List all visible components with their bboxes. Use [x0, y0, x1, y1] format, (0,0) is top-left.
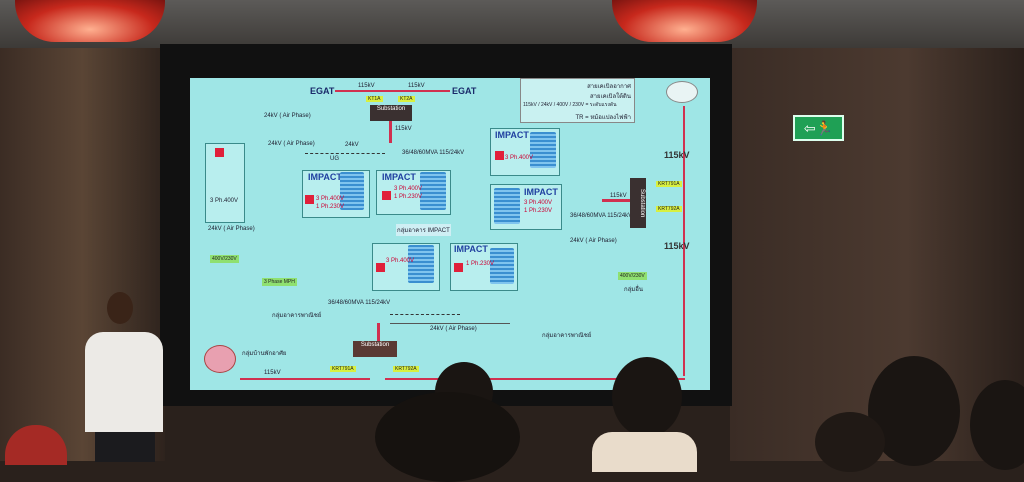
pendant-lamp: [612, 0, 757, 42]
phase-label: 1 Ph.230V: [316, 204, 345, 210]
label-115kv: 115kV: [358, 83, 375, 89]
chair: [5, 425, 67, 465]
label-air-phase: 24kV ( Air Phase): [430, 326, 477, 332]
pea-logo: [204, 345, 236, 373]
phase-label: 3 Ph.400V: [394, 186, 423, 192]
group-impact-label: กลุ่มอาคาร IMPACT: [396, 224, 451, 236]
audience-head: [375, 392, 520, 482]
legend: สายเคเบิลอากาศ สายเคเบิลใต้ดิน 115kV / 2…: [520, 78, 635, 123]
pendant-lamp: [15, 0, 165, 42]
impact-logo: IMPACT: [308, 172, 342, 182]
group-commercial-label: กลุ่มอาคารพาณิชย์: [542, 333, 592, 339]
phase-label: 3 Ph.400V: [505, 155, 534, 161]
phase-label: 1 Ph.230V: [394, 194, 423, 200]
krt791a-tag: KRT791A: [656, 181, 682, 187]
voltage-tag: 400V/230V: [210, 255, 239, 263]
legend-item: สายเคเบิลอากาศ: [587, 84, 631, 90]
ceiling: [0, 0, 1024, 48]
exit-sign: ⇦🏃: [793, 115, 844, 141]
group-other-label: กลุ่มอื่น: [624, 287, 643, 293]
group-commercial-label: กลุ่มอาคารพาณิชย์: [272, 313, 322, 319]
legend-item: 115kV / 24kV / 400V / 230V = ระดับแรงดัน: [523, 102, 617, 108]
pea-logo: [666, 81, 698, 103]
audience-head: [815, 412, 885, 472]
label-115kv: 115kV: [610, 193, 627, 199]
legend-item: สายเคเบิลใต้ดิน: [590, 94, 631, 100]
impact-logo: IMPACT: [524, 187, 558, 197]
label-ug: UG: [330, 156, 339, 162]
phase-label: 3 Ph.400V: [524, 200, 553, 206]
transformer-label: 36/48/60MVA 115/24kV: [328, 300, 391, 306]
tag: KT2A: [398, 96, 415, 102]
substation-bottom: Substation: [353, 341, 397, 357]
label-air-phase: 24kV ( Air Phase): [570, 238, 617, 244]
phase-label: 1 Ph.230V: [524, 208, 553, 214]
substation-top: Substation: [370, 105, 412, 121]
krt792a-tag: KRT792A: [656, 206, 682, 212]
label-115kv: 115kV: [664, 150, 690, 160]
label-24kv: 24kV: [345, 142, 359, 148]
transformer-label: 36/48/60MVA 115/24kV: [402, 150, 465, 156]
impact-logo: IMPACT: [454, 244, 488, 254]
tag: KT1A: [366, 96, 383, 102]
phase-label: 3 Ph.400V: [316, 196, 345, 202]
label-115kv: 115kV: [664, 241, 690, 251]
substation-right: Substation: [630, 178, 646, 228]
egat-left: EGAT: [310, 86, 335, 96]
label-115kv: 115kV: [395, 126, 412, 132]
phase-label: 1 Ph.230V: [466, 261, 495, 267]
krt792a-tag: KRT792A: [393, 366, 419, 372]
audience-head: [612, 357, 682, 437]
egat-right: EGAT: [452, 86, 477, 96]
legend-item: TR = หม้อแปลงไฟฟ้า: [575, 115, 631, 121]
audience-head: [970, 380, 1024, 470]
audience-shirt: [592, 432, 697, 472]
voltage-tag: 400V/230V: [618, 272, 647, 280]
label-air-phase: 24kV ( Air Phase): [264, 113, 311, 119]
presenter: [85, 292, 165, 462]
label-115kv: 115kV: [408, 83, 425, 89]
label-air-phase: 24kV ( Air Phase): [268, 141, 315, 147]
impact-logo: IMPACT: [495, 130, 529, 140]
group-box: [205, 143, 245, 223]
phase-label: 3 Ph.400V: [386, 258, 415, 264]
transformer-label: 36/48/60MVA 115/24kV: [570, 213, 633, 219]
label-air-phase: 24kV ( Air Phase): [208, 226, 255, 232]
krt791a-tag: KRT791A: [330, 366, 356, 372]
group-residential-label: กลุ่มบ้านพักอาศัย: [242, 351, 287, 357]
label-115kv: 115kV: [264, 370, 281, 376]
meter-tag: 3 Phase MPH: [262, 278, 297, 286]
phase-label: 3 Ph.400V: [210, 198, 239, 204]
slide-diagram: EGAT EGAT 115kV 115kV KT1A KT2A Substati…: [190, 78, 710, 390]
impact-logo: IMPACT: [382, 172, 416, 182]
